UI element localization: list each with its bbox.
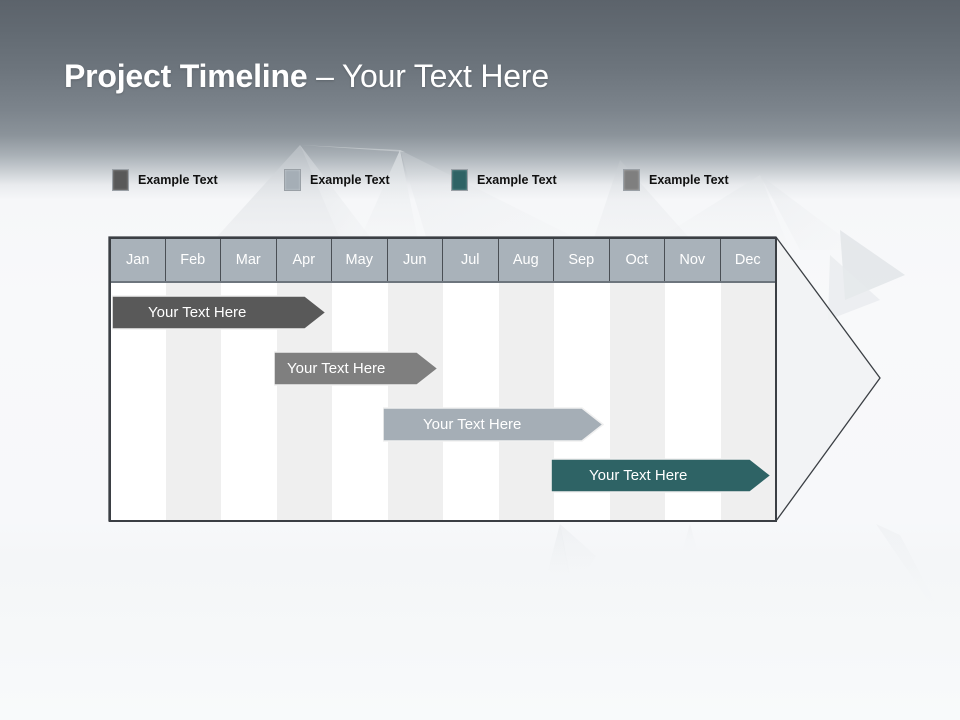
legend-label: Example Text	[310, 173, 390, 187]
task-bar-3[interactable]: Your Text Here	[383, 407, 604, 442]
month-column-jan	[110, 238, 166, 521]
task-bar-1[interactable]: Your Text Here	[112, 295, 327, 330]
month-header-label: Mar	[235, 251, 261, 268]
task-bar-2[interactable]: Your Text Here	[274, 351, 439, 386]
page-title: Project Timeline – Your Text Here	[64, 58, 549, 95]
month-header-label: Dec	[734, 251, 761, 268]
month-header-label: Jan	[126, 251, 150, 268]
grid-border-left	[109, 237, 111, 522]
month-header-apr[interactable]: Apr	[276, 238, 332, 281]
month-column-feb	[165, 238, 221, 521]
grid-border-bottom	[110, 520, 776, 522]
page-title-strong: Project Timeline	[64, 58, 308, 94]
month-header-may[interactable]: May	[332, 238, 388, 281]
task-bar-4[interactable]: Your Text Here	[551, 458, 772, 493]
legend-label: Example Text	[477, 173, 557, 187]
month-header-aug[interactable]: Aug	[498, 238, 554, 281]
legend-swatch-icon	[451, 169, 468, 191]
legend-item-4[interactable]: Example Text	[623, 169, 729, 191]
legend-swatch-icon	[284, 169, 301, 191]
month-header-mar[interactable]: Mar	[221, 238, 277, 281]
legend-label: Example Text	[138, 173, 218, 187]
legend-swatch-icon	[623, 169, 640, 191]
legend-item-1[interactable]: Example Text	[112, 169, 218, 191]
month-column-mar	[221, 238, 277, 521]
month-header-label: Sep	[568, 251, 595, 268]
month-header-label: Aug	[512, 251, 539, 268]
month-column-aug	[498, 238, 554, 521]
month-header-dec[interactable]: Dec	[720, 238, 776, 281]
month-header-nov[interactable]: Nov	[665, 238, 721, 281]
month-header-label: Oct	[625, 251, 649, 268]
month-header-label: May	[345, 251, 373, 268]
month-header-oct[interactable]: Oct	[609, 238, 665, 281]
grid-header-underline	[110, 281, 776, 283]
month-header-sep[interactable]: Sep	[554, 238, 610, 281]
page-title-light: – Your Text Here	[307, 58, 549, 94]
month-header-label: Jun	[403, 251, 427, 268]
grid-border-top	[110, 237, 776, 239]
legend: Example Text Example Text Example Text E…	[112, 169, 812, 193]
legend-swatch-icon	[112, 169, 129, 191]
month-header-label: Nov	[679, 251, 706, 268]
month-header-label: Jul	[460, 251, 480, 268]
legend-item-2[interactable]: Example Text	[284, 169, 390, 191]
month-header-jul[interactable]: Jul	[443, 238, 499, 281]
month-header-feb[interactable]: Feb	[165, 238, 221, 281]
legend-item-3[interactable]: Example Text	[451, 169, 557, 191]
month-column-jul	[443, 238, 499, 521]
month-header-label: Apr	[292, 251, 316, 268]
grid-border-right	[775, 237, 777, 522]
month-header-label: Feb	[180, 251, 206, 268]
month-header-jun[interactable]: Jun	[387, 238, 443, 281]
month-header-jan[interactable]: Jan	[110, 238, 166, 281]
legend-label: Example Text	[649, 173, 729, 187]
